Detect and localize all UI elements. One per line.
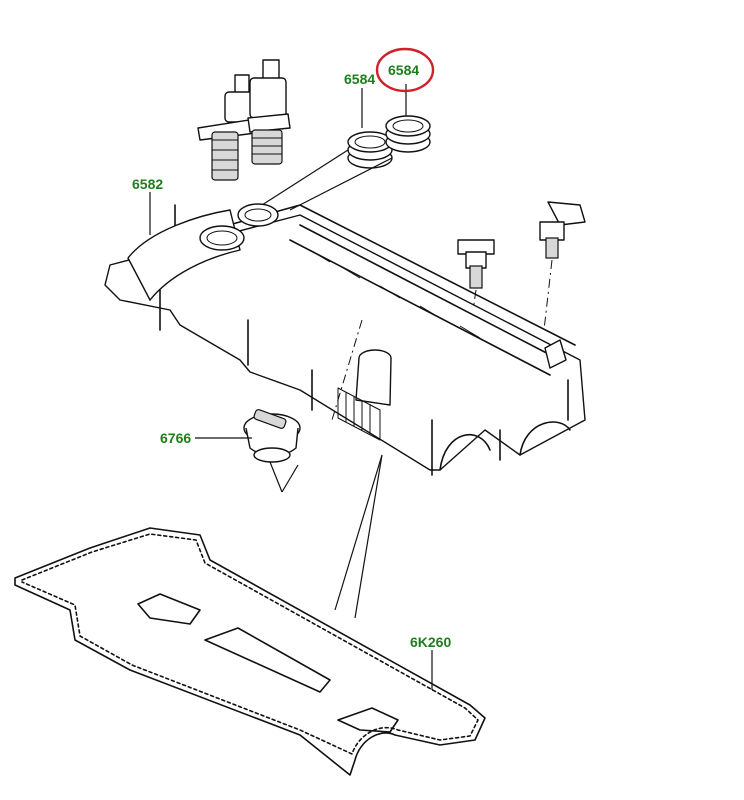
highlight-circle (375, 47, 435, 93)
vvt-solenoid-right[interactable] (247, 59, 291, 165)
callout-6766[interactable]: 6766 (160, 430, 191, 446)
callout-6584[interactable]: 6584 (344, 71, 375, 87)
camshaft-sensor-center[interactable] (457, 239, 495, 289)
valve-cover[interactable] (104, 203, 586, 476)
seal-ring-right[interactable] (385, 115, 431, 153)
callout-6k260[interactable]: 6K260 (410, 634, 451, 650)
seal-ring-left[interactable] (347, 131, 393, 169)
valve-cover-gasket[interactable] (14, 527, 486, 776)
callout-6582[interactable]: 6582 (132, 176, 163, 192)
oil-filler-cap[interactable] (243, 409, 301, 463)
camshaft-sensor-right[interactable] (539, 201, 586, 259)
callout-6584-highlighted[interactable]: 6584 (388, 62, 419, 78)
